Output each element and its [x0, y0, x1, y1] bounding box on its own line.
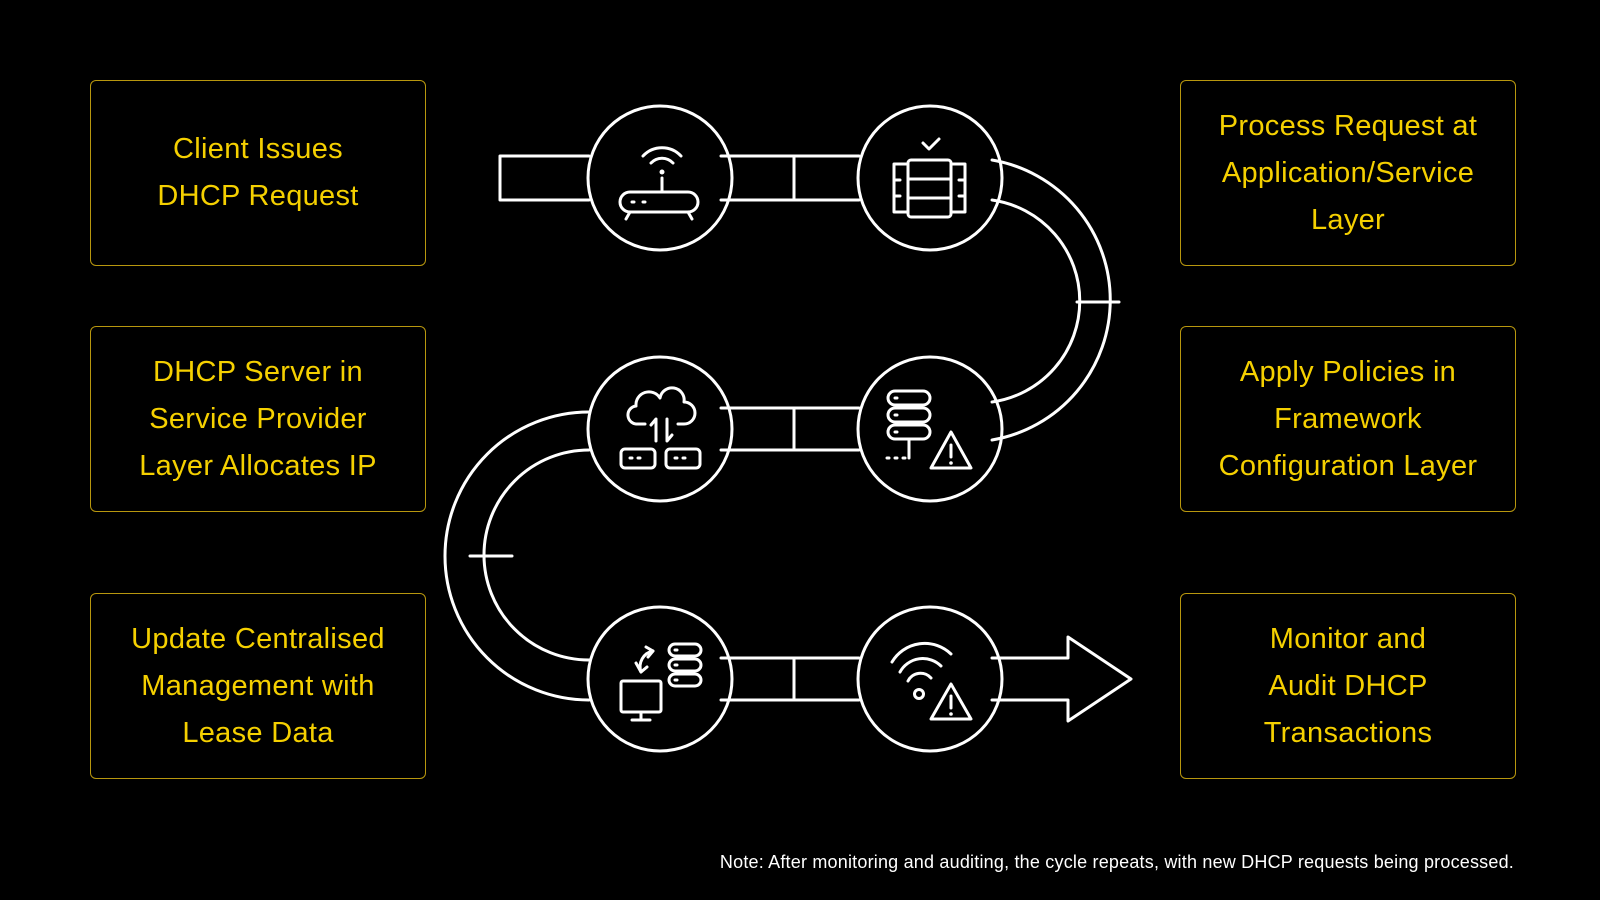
step-box-client-request: Client Issues DHCP Request	[90, 80, 426, 266]
step-label: Update Centralised Management with Lease…	[131, 622, 385, 749]
path-node-circle	[856, 605, 1004, 753]
server-warning-icon	[885, 389, 973, 470]
footnote: Note: After monitoring and auditing, the…	[719, 852, 1514, 872]
step-box-process-request: Process Request at Application/Service L…	[1180, 80, 1516, 266]
step-box-update-management: Update Centralised Management with Lease…	[90, 593, 426, 779]
path-node-circle	[586, 605, 734, 753]
path-node-circle	[586, 104, 734, 252]
wifi-warning-icon	[890, 641, 973, 721]
step-label: Client Issues DHCP Request	[157, 133, 359, 212]
step-label: Monitor and Audit DHCP Transactions	[1263, 622, 1433, 749]
wifi-router-icon	[618, 146, 700, 221]
cloud-transfer-icon	[619, 386, 702, 470]
path-node-circle	[856, 355, 1004, 503]
step-label: DHCP Server in Service Provider Layer Al…	[139, 355, 377, 482]
computer-server-sync-icon	[619, 642, 703, 722]
step-box-monitor-audit: Monitor and Audit DHCP Transactions	[1180, 593, 1516, 779]
server-check-icon	[892, 137, 967, 219]
path-node-circle	[856, 104, 1004, 252]
step-box-apply-policies: Apply Policies in Framework Configuratio…	[1180, 326, 1516, 512]
step-box-dhcp-server-allocates: DHCP Server in Service Provider Layer Al…	[90, 326, 426, 512]
step-label: Apply Policies in Framework Configuratio…	[1218, 355, 1478, 482]
step-label: Process Request at Application/Service L…	[1218, 109, 1478, 236]
path-node-circle	[586, 355, 734, 503]
path-band	[443, 154, 1133, 723]
